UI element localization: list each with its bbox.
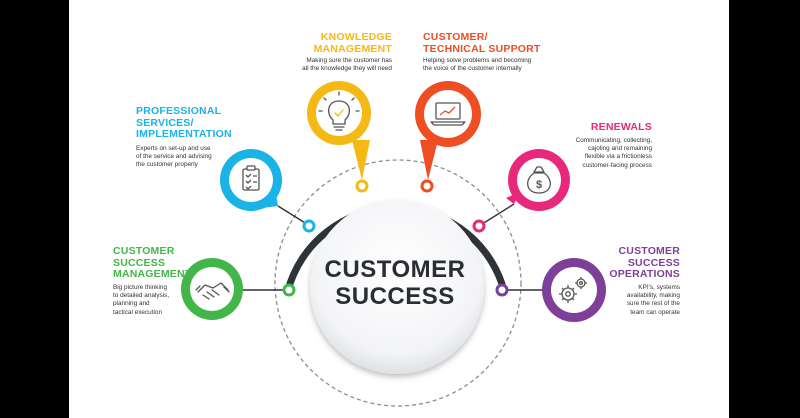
- gears-icon: [559, 277, 587, 303]
- renewals-title: RENEWALS: [560, 121, 652, 134]
- support-desc-line: Helping solve problems and becoming: [423, 57, 532, 64]
- ops-description: KPI's, systems availability, making sure…: [596, 284, 680, 317]
- ops-title-line: SUCCESS: [627, 256, 680, 269]
- csm-title-line: MANAGEMENT: [113, 268, 192, 280]
- node-km: [307, 81, 371, 180]
- km-title-line: MANAGEMENT: [313, 42, 392, 55]
- km-title: KNOWLEDGE MANAGEMENT: [302, 31, 392, 55]
- node-csm: [181, 258, 243, 320]
- dashed-ring: [274, 159, 522, 407]
- km-desc-line: Making sure the customer has: [306, 57, 392, 64]
- csm-desc-line: to detailed analysis,: [113, 292, 170, 300]
- ps-title-line: IMPLEMENTATION: [136, 128, 232, 140]
- handshake-icon: [195, 282, 230, 300]
- ops-title-line: OPERATIONS: [609, 268, 680, 280]
- center-label: CUSTOMER SUCCESS: [320, 256, 470, 310]
- support-title-line: CUSTOMER/: [423, 31, 488, 43]
- csm-desc-line: planning and: [113, 300, 150, 308]
- ps-description: Experts on set-up and use of the service…: [136, 145, 212, 170]
- renewals-desc-line: cajoling and remaining: [588, 145, 652, 153]
- ops-desc-line: sure the rest of the: [626, 300, 680, 308]
- ops-title: CUSTOMER SUCCESS OPERATIONS: [600, 245, 680, 281]
- center-label-line1: CUSTOMER: [324, 256, 466, 283]
- node-renewals: [506, 149, 570, 211]
- connector-dots: [282, 179, 509, 297]
- svg-text:$: $: [536, 179, 542, 191]
- ps-title-line: PROFESSIONAL: [136, 105, 222, 117]
- center-circle: [310, 200, 484, 374]
- support-title: CUSTOMER/ TECHNICAL SUPPORT: [423, 31, 541, 55]
- renewals-desc-line: flexible via a frictionless: [584, 153, 652, 161]
- ops-desc-line: team can operate: [630, 308, 680, 316]
- km-desc-line: all the knowledge they will need: [302, 65, 392, 73]
- csm-desc-line: tactical execution: [113, 308, 163, 316]
- ops-title-line: CUSTOMER: [618, 245, 680, 257]
- ps-desc-line: Experts on set-up and use: [136, 145, 211, 152]
- csm-description: Big picture thinking to detailed analysi…: [113, 284, 169, 317]
- km-description: Making sure the customer has all the kno…: [262, 57, 392, 73]
- support-title-line: TECHNICAL SUPPORT: [423, 42, 541, 55]
- renewals-title-line: RENEWALS: [590, 121, 652, 133]
- clipboard-checklist-icon: [242, 165, 260, 191]
- renewals-desc-line: Communicating, collecting,: [575, 137, 652, 144]
- support-description: Helping solve problems and becoming the …: [423, 57, 531, 73]
- ps-title: PROFESSIONAL SERVICES/ IMPLEMENTATION: [136, 105, 232, 141]
- node-ops: [542, 258, 606, 322]
- money-bag-icon: $: [527, 166, 551, 194]
- center-label-line2: SUCCESS: [335, 283, 455, 310]
- csm-title-line: CUSTOMER: [113, 245, 175, 257]
- support-desc-line: the voice of the customer internally: [423, 65, 522, 73]
- node-support: [415, 81, 481, 180]
- ps-title-line: SERVICES/: [136, 116, 194, 129]
- csm-title-line: SUCCESS: [113, 256, 166, 269]
- km-title-line: KNOWLEDGE: [320, 31, 392, 43]
- ops-desc-line: KPI's, systems: [638, 284, 680, 291]
- lightbulb-icon: [318, 91, 360, 131]
- ps-desc-line: the customer properly: [136, 161, 198, 169]
- renewals-description: Communicating, collecting, cajoling and …: [552, 137, 652, 170]
- ps-desc-line: of the service and advising: [136, 153, 212, 161]
- csm-desc-line: Big picture thinking: [113, 284, 167, 291]
- laptop-chart-icon: [430, 102, 466, 126]
- csm-title: CUSTOMER SUCCESS MANAGEMENT: [113, 245, 192, 281]
- renewals-desc-line: customer-facing process: [582, 161, 652, 169]
- ops-desc-line: availability, making: [626, 292, 680, 300]
